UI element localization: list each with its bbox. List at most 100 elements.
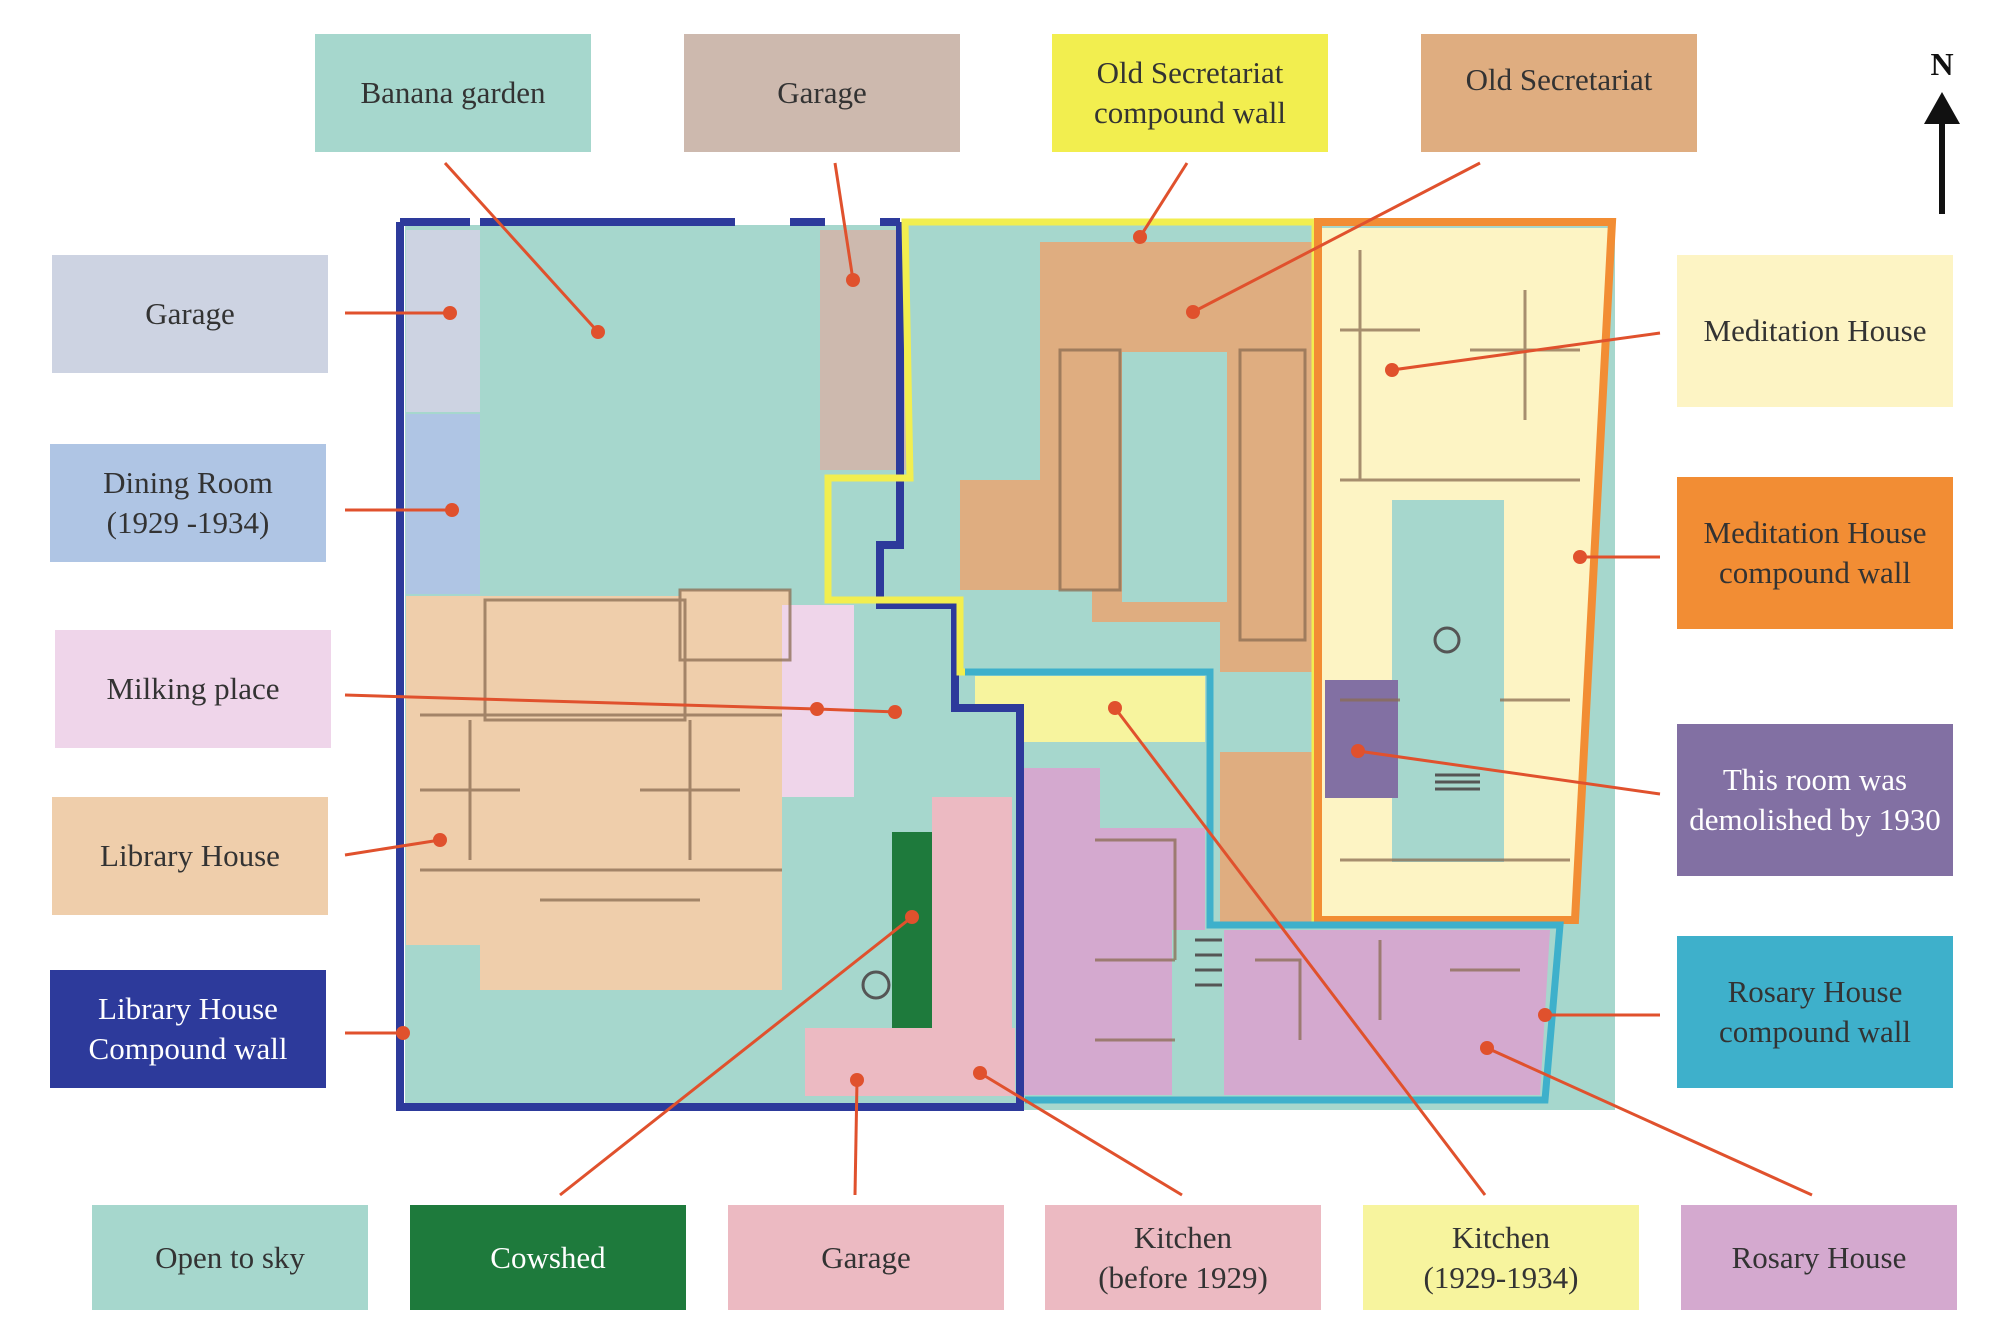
outline-rosary-rooms — [1095, 838, 1520, 1042]
legend-kitchen-1929-line2: (1929-1934) — [1423, 1259, 1579, 1295]
leader-meditation — [1391, 331, 1661, 372]
legend-rosary-label: Rosary House — [1731, 1239, 1907, 1275]
legend-banana-garden-label: Banana garden — [360, 75, 546, 110]
region-banana-garden — [480, 232, 820, 592]
dot-rosary-wall — [1538, 1008, 1552, 1022]
outline-secretariat-rooms-2 — [1238, 348, 1307, 642]
wall-library-compound — [396, 218, 1024, 1111]
plan-features — [861, 626, 1480, 1000]
dot-kitchen-before — [973, 1066, 987, 1080]
leader-old-secretariat — [1192, 161, 1481, 314]
region-garage-west — [406, 230, 480, 412]
stair-icon-2 — [1195, 938, 1222, 987]
dot-old-secretariat — [1186, 305, 1200, 319]
legend-dining-line1: Dining Room — [103, 465, 273, 500]
dot-milking — [810, 702, 824, 716]
outline-meditation-cross-2 — [1340, 250, 1420, 480]
legend-kitchen-before-line2: (before 1929) — [1098, 1259, 1268, 1295]
legend-library-label: Library House — [100, 838, 280, 873]
leader-library — [344, 838, 441, 857]
legend-old-secretariat-wall-line2: compound wall — [1094, 95, 1286, 130]
region-dining-room — [406, 414, 480, 594]
stair-icon — [1435, 773, 1480, 791]
dot-old-secretariat-wall — [1133, 230, 1147, 244]
outline-library-walls — [420, 713, 782, 902]
legend-garage-north: Garage — [684, 34, 960, 152]
legend-garage-south: Garage — [728, 1205, 1004, 1310]
leader-banana-garden — [443, 161, 600, 334]
region-cowshed — [892, 832, 932, 1028]
region-rosary-court — [1172, 930, 1224, 1095]
legend-kitchen-1929-line1: Kitchen — [1451, 1219, 1551, 1255]
legend-demolished-line2: demolished by 1930 — [1689, 802, 1941, 837]
dot-open-court — [888, 705, 902, 719]
legend-cowshed: Cowshed — [410, 1205, 686, 1310]
region-kitchen-before — [805, 1028, 1015, 1096]
outline-meditation-walls — [1340, 478, 1580, 862]
legend-banana-garden: Banana garden — [315, 34, 591, 152]
legend-kitchen-1929: Kitchen (1929-1934) — [1363, 1205, 1639, 1310]
legend-milking-place: Milking place — [55, 630, 331, 748]
legend-rosary-wall: Rosary House compound wall — [1677, 936, 1953, 1088]
legend-library-wall: Library House Compound wall — [50, 970, 326, 1088]
legend-library-house: Library House — [52, 797, 328, 915]
leader-open-sky — [559, 915, 913, 1197]
legend-garage-north-label: Garage — [777, 75, 867, 110]
leader-rosary — [1486, 1046, 1813, 1197]
dot-garage-west — [443, 306, 457, 320]
legend-rosary-wall-line1: Rosary House — [1727, 974, 1903, 1009]
plan-regions — [405, 225, 1615, 1110]
legend-kitchen-before: Kitchen (before 1929) — [1045, 1205, 1321, 1310]
leader-kitchen-before — [979, 1071, 1183, 1197]
legend-garage-west-label: Garage — [145, 296, 235, 331]
outline-library-cross-2 — [640, 720, 740, 860]
leader-demolished — [1357, 749, 1661, 796]
outline-library-court — [483, 598, 687, 722]
dot-rosary — [1480, 1041, 1494, 1055]
outline-library-cross-1 — [420, 720, 520, 860]
leader-dots — [396, 230, 1587, 1087]
legend-library-wall-line1: Library House — [98, 991, 278, 1026]
legend-open-sky-label: Open to sky — [155, 1239, 305, 1275]
dot-demolished — [1351, 744, 1365, 758]
legend-demolished-room: This room was demolished by 1930 — [1677, 724, 1953, 876]
well-icon-2 — [861, 970, 891, 1000]
outline-meditation-cross-1 — [1470, 290, 1580, 420]
legend-cowshed-label: Cowshed — [490, 1239, 606, 1275]
north-arrow: N — [1912, 46, 1972, 226]
legend-kitchen-before-line1: Kitchen — [1133, 1219, 1233, 1255]
leader-lines — [344, 161, 1813, 1197]
dot-garage-north — [846, 273, 860, 287]
north-arrow-icon — [1924, 92, 1960, 214]
region-meditation-court — [1392, 500, 1504, 862]
legend-milking-label: Milking place — [106, 671, 280, 706]
dot-dining — [445, 503, 459, 517]
legend-meditation-wall-line1: Meditation House — [1703, 515, 1927, 550]
legend-meditation-wall-line2: compound wall — [1719, 555, 1911, 590]
legend-meditation-house: Meditation House — [1677, 255, 1953, 407]
leader-garage-south — [853, 1079, 859, 1196]
dot-garage-south — [850, 1073, 864, 1087]
legend-meditation-wall: Meditation House compound wall — [1677, 477, 1953, 629]
legend-old-secretariat-wall: Old Secretariat compound wall — [1052, 34, 1328, 152]
wall-rosary-compound — [965, 668, 1564, 1104]
dot-library-wall — [396, 1026, 410, 1040]
legend-rosary-house: Rosary House — [1681, 1205, 1957, 1310]
dot-kitchen-1929 — [1108, 701, 1122, 715]
region-kitchen-1929 — [975, 676, 1205, 742]
legend-open-to-sky: Open to sky — [92, 1205, 368, 1310]
legend-garage-south-label: Garage — [821, 1239, 911, 1275]
legend-old-secretariat-wall-line1: Old Secretariat — [1096, 55, 1284, 90]
legend-demolished-line1: This room was — [1722, 762, 1908, 797]
outline-secretariat-rooms — [1058, 348, 1122, 592]
dot-meditation — [1385, 363, 1399, 377]
region-secretariat-south — [1220, 752, 1315, 922]
leader-kitchen-1929 — [1113, 707, 1487, 1196]
legend-garage-west: Garage — [52, 255, 328, 373]
dot-meditation-wall — [1573, 550, 1587, 564]
legend-meditation-label: Meditation House — [1703, 313, 1927, 348]
leader-garage-north — [833, 162, 855, 281]
dot-open-sky — [905, 910, 919, 924]
region-library-house — [406, 590, 790, 990]
